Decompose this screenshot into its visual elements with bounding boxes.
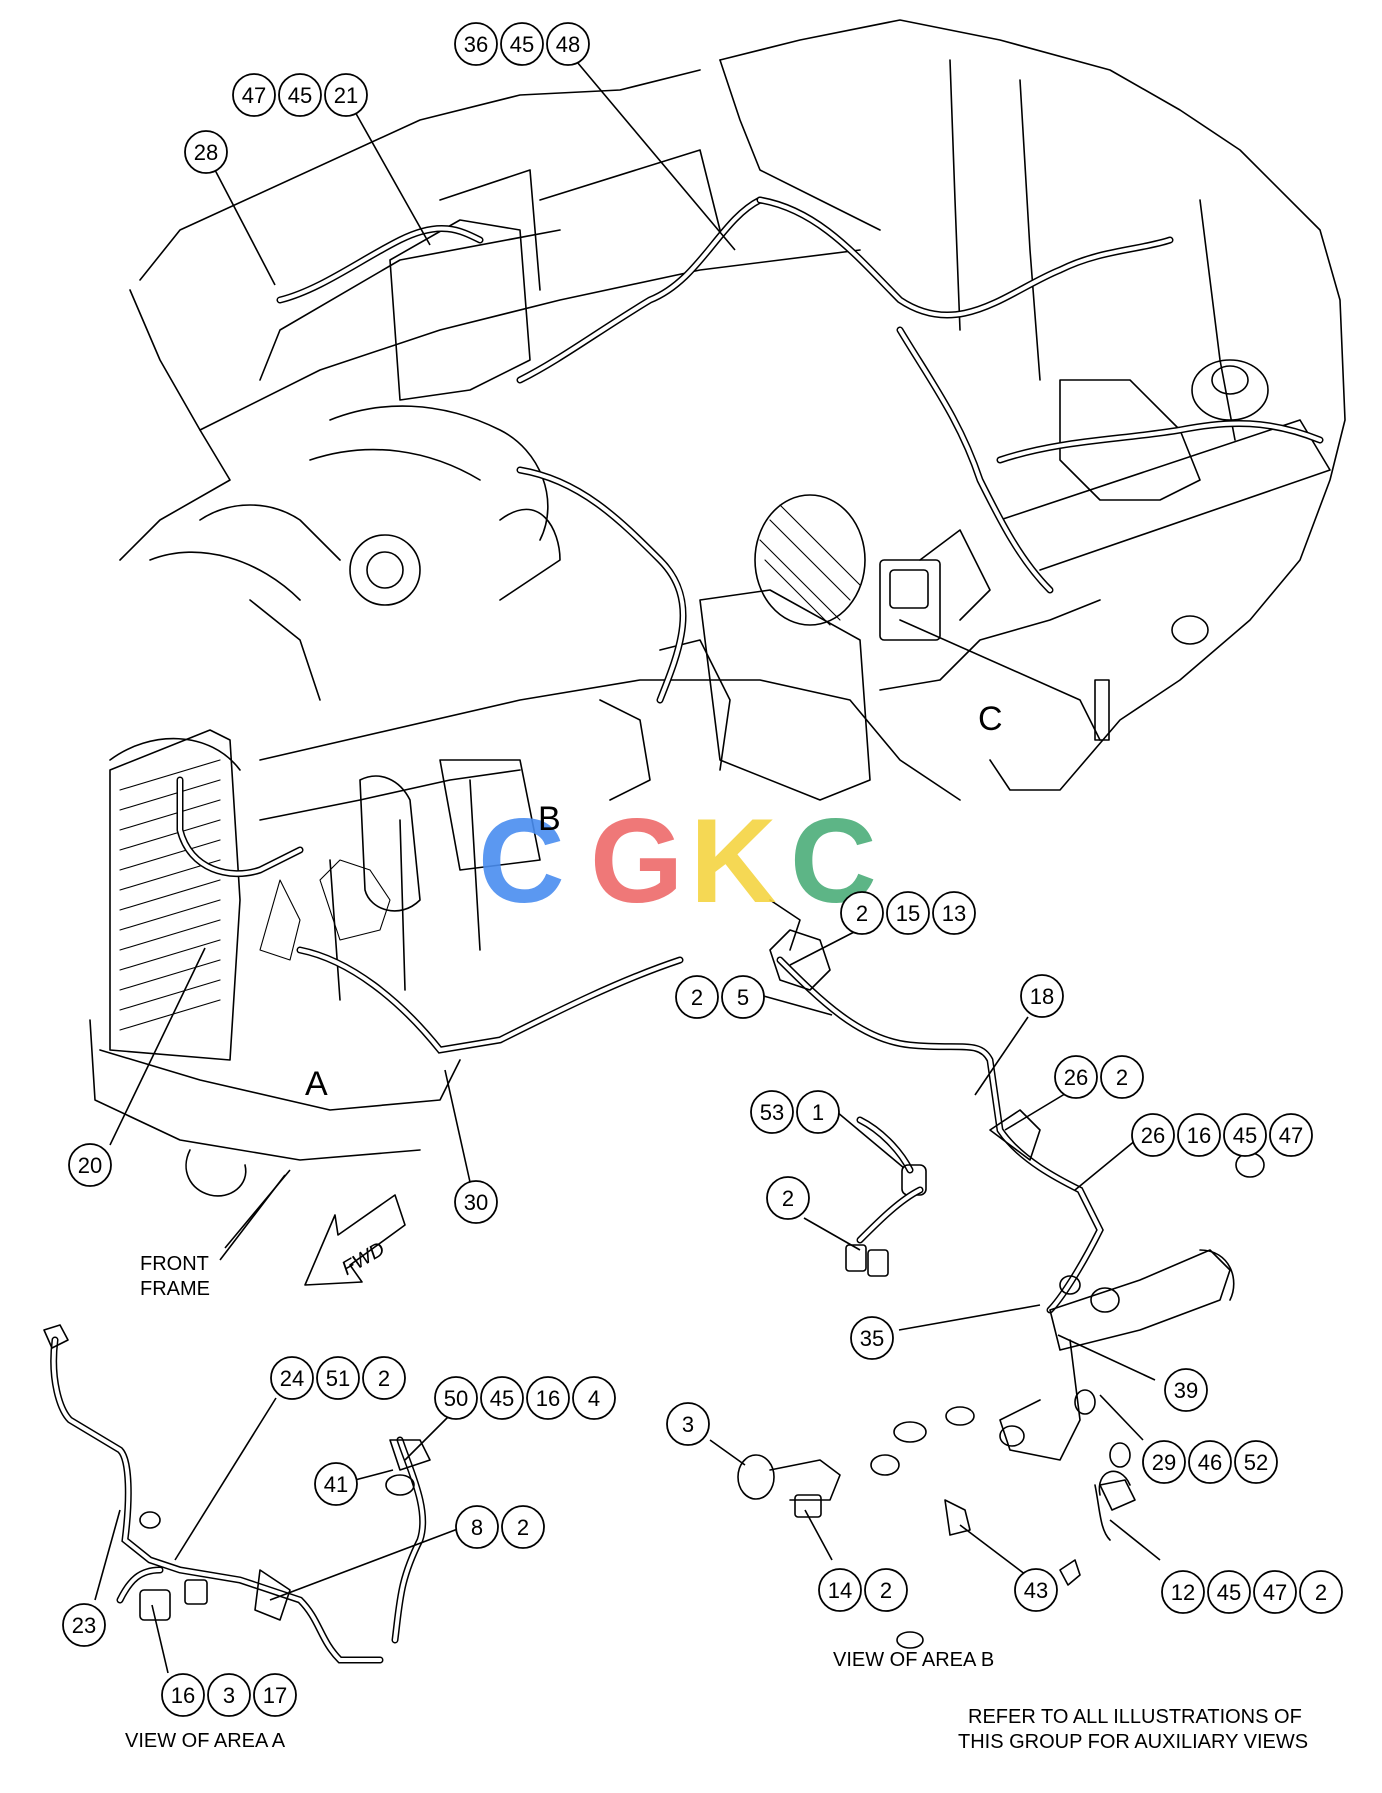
view-of-area-b-label: VIEW OF AREA B	[833, 1649, 994, 1671]
front-frame-label-line2: FRAME	[140, 1278, 210, 1300]
callout-48: 48	[556, 32, 580, 57]
refer-note-line1: REFER TO ALL ILLUSTRATIONS OF	[968, 1706, 1302, 1728]
callout-2: 2	[378, 1366, 390, 1391]
callout-26: 26	[1141, 1123, 1165, 1148]
callout-14: 14	[828, 1578, 852, 1603]
watermark-letter: G	[590, 794, 683, 928]
callout-43: 43	[1024, 1578, 1048, 1603]
leader-lines	[94, 55, 1161, 1674]
callout-13: 13	[942, 901, 966, 926]
view-of-area-a-label: VIEW OF AREA A	[125, 1730, 286, 1752]
callout-16: 16	[171, 1683, 195, 1708]
callout-47: 47	[1279, 1123, 1303, 1148]
forward-arrow-icon: FWD	[304, 1194, 406, 1286]
front-frame-label-line1: FRONT	[140, 1253, 209, 1275]
callout-45: 45	[1233, 1123, 1257, 1148]
callout-52: 52	[1244, 1450, 1268, 1475]
callout-12: 12	[1171, 1580, 1195, 1605]
callout-26: 26	[1064, 1065, 1088, 1090]
callout-2: 2	[782, 1186, 794, 1211]
refer-note-line2: THIS GROUP FOR AUXILIARY VIEWS	[958, 1731, 1308, 1753]
callouts: 36 45 48 47 45 21 28 2 15 13 2 5 18 26 2…	[62, 22, 1343, 1717]
area-letter-c: C	[978, 700, 1003, 738]
machine-illustration	[89, 19, 1346, 1197]
callout-30: 30	[464, 1190, 488, 1215]
callout-45: 45	[1217, 1580, 1241, 1605]
callout-3: 3	[223, 1683, 235, 1708]
callout-47: 47	[242, 83, 266, 108]
callout-2: 2	[1116, 1065, 1128, 1090]
callout-41: 41	[324, 1472, 348, 1497]
callout-16: 16	[536, 1386, 560, 1411]
area-letter-b: B	[538, 800, 561, 838]
callout-4: 4	[588, 1386, 600, 1411]
callout-28: 28	[194, 140, 218, 165]
callout-45: 45	[510, 32, 534, 57]
callout-2: 2	[1315, 1580, 1327, 1605]
callout-39: 39	[1174, 1378, 1198, 1403]
callout-45: 45	[288, 83, 312, 108]
callout-8: 8	[471, 1515, 483, 1540]
callout-5: 5	[737, 985, 749, 1010]
callout-23: 23	[72, 1613, 96, 1638]
area-a-detail	[43, 1324, 431, 1664]
area-letter-a: A	[305, 1065, 328, 1103]
callout-47: 47	[1263, 1580, 1287, 1605]
fwd-label: FWD	[338, 1238, 388, 1280]
callout-45: 45	[490, 1386, 514, 1411]
callout-36: 36	[464, 32, 488, 57]
watermark: C G K C	[478, 794, 877, 928]
callout-20: 20	[78, 1153, 102, 1178]
callout-17: 17	[263, 1683, 287, 1708]
callout-15: 15	[896, 901, 920, 926]
callout-35: 35	[860, 1326, 884, 1351]
callout-21: 21	[334, 83, 358, 108]
watermark-letter: K	[690, 794, 777, 928]
watermark-letter: C	[478, 794, 565, 928]
area-b-detail	[737, 899, 1265, 1649]
callout-53: 53	[760, 1100, 784, 1125]
callout-2: 2	[691, 985, 703, 1010]
callout-1: 1	[812, 1100, 824, 1125]
callout-50: 50	[444, 1386, 468, 1411]
callout-3: 3	[682, 1412, 694, 1437]
callout-2: 2	[856, 901, 868, 926]
callout-18: 18	[1030, 984, 1054, 1009]
callout-16: 16	[1187, 1123, 1211, 1148]
callout-24: 24	[280, 1366, 304, 1391]
callout-2: 2	[517, 1515, 529, 1540]
callout-51: 51	[326, 1366, 350, 1391]
callout-46: 46	[1198, 1450, 1222, 1475]
callout-2: 2	[880, 1578, 892, 1603]
callout-29: 29	[1152, 1450, 1176, 1475]
